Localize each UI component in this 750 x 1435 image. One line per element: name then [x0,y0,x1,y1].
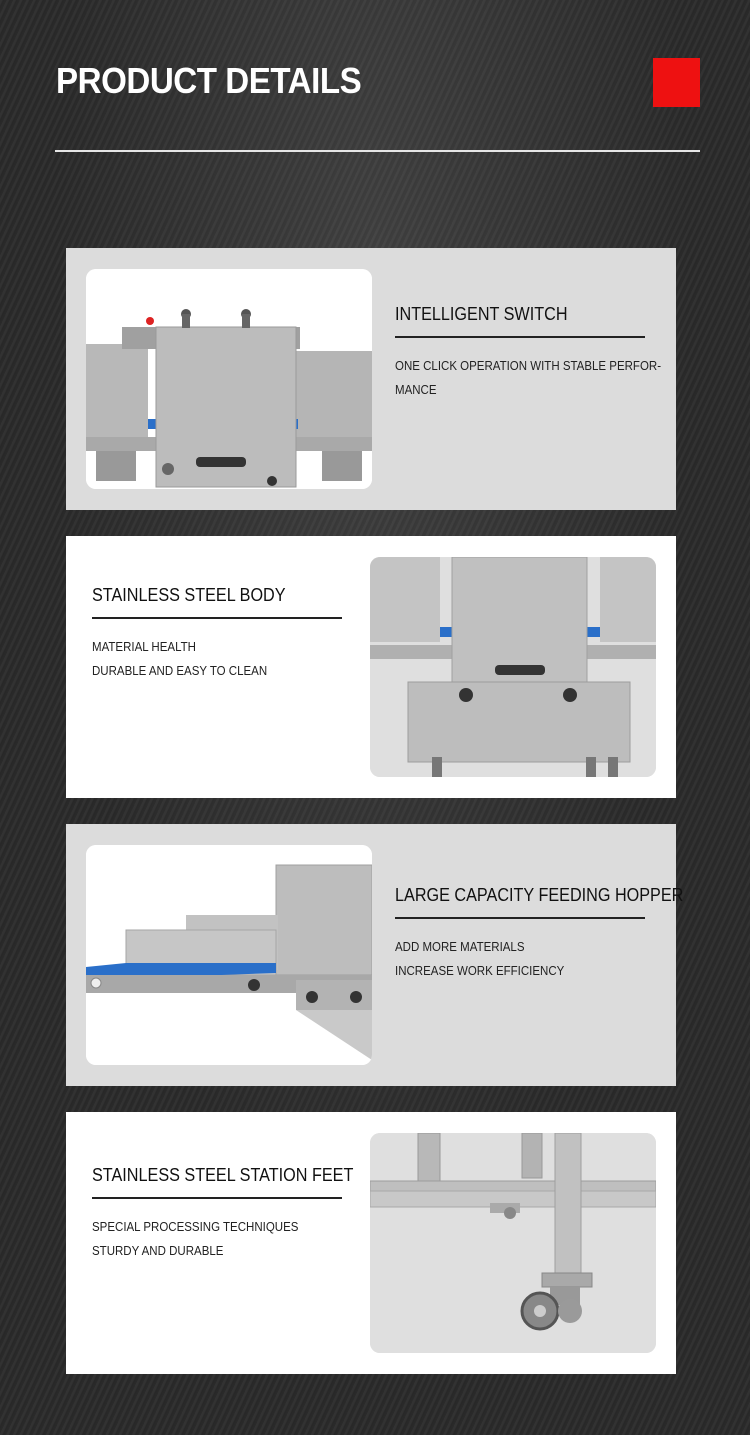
feature-title-underline [395,917,645,919]
feature-description-line: MATERIAL HEALTH [92,640,196,654]
feature-description-line: ADD MORE MATERIALS [395,940,525,954]
machine-body-closeup-image [370,557,656,777]
title-divider [55,150,700,152]
feature-card-intelligent-switch: INTELLIGENT SWITCH ONE CLICK OPERATION W… [66,248,676,510]
feature-title: STAINLESS STEEL STATION FEET [92,1165,354,1185]
feature-card-stainless-steel-body: STAINLESS STEEL BODY MATERIAL HEALTH DUR… [66,536,676,798]
feature-title: STAINLESS STEEL BODY [92,585,286,605]
machine-front-view-image [86,269,372,489]
feature-title: INTELLIGENT SWITCH [395,304,568,324]
feature-description-line: DURABLE AND EASY TO CLEAN [92,664,268,678]
page-title: PRODUCT DETAILS [56,60,362,101]
feature-description-line: ONE CLICK OPERATION WITH STABLE PERFOR- [395,359,662,373]
feature-card-feeding-hopper: LARGE CAPACITY FEEDING HOPPER ADD MORE M… [66,824,684,1086]
feature-description-line: MANCE [395,383,437,397]
station-feet-caster-image [370,1133,656,1353]
feature-title: LARGE CAPACITY FEEDING HOPPER [395,885,684,905]
feature-title-underline [395,336,645,338]
feature-title-underline [92,1197,342,1199]
feature-title-underline [92,617,342,619]
feeding-hopper-image [86,845,372,1065]
feature-description-line: INCREASE WORK EFFICIENCY [395,964,565,978]
accent-red-square [653,58,700,107]
feature-description-line: SPECIAL PROCESSING TECHNIQUES [92,1220,299,1234]
feature-card-station-feet: STAINLESS STEEL STATION FEET SPECIAL PRO… [66,1112,676,1374]
feature-description-line: STURDY AND DURABLE [92,1244,224,1258]
